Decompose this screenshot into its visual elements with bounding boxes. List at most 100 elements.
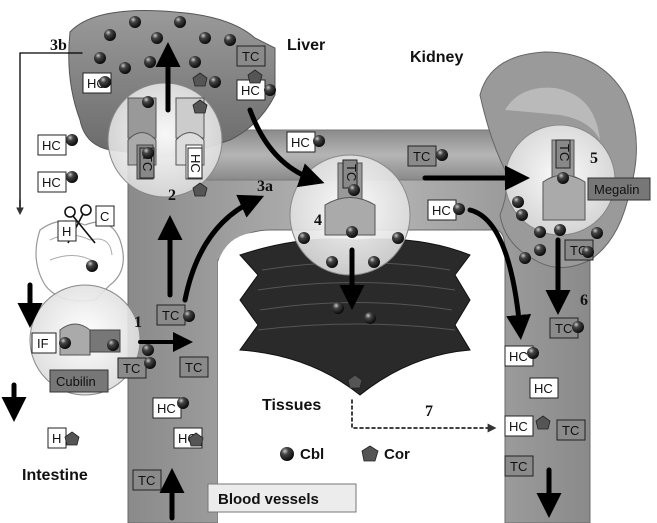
cbl-ball <box>59 337 71 349</box>
hc-box: HC <box>530 378 558 398</box>
step-number-1: 1 <box>134 314 142 331</box>
label-kidney: Kidney <box>410 49 463 66</box>
svg-text:HC: HC <box>509 419 528 434</box>
tc-box: TC <box>180 357 208 377</box>
circle-2-liver-uptake <box>108 83 222 197</box>
step-number-4: 4 <box>314 212 322 229</box>
cubilin-box: Cubilin <box>50 370 108 392</box>
svg-text:TC: TC <box>242 49 259 64</box>
svg-text:Blood vessels: Blood vessels <box>218 491 319 508</box>
hc-box: HC <box>428 200 456 220</box>
svg-text:HC: HC <box>42 138 61 153</box>
svg-text:HC: HC <box>291 135 310 150</box>
svg-text:H: H <box>62 224 71 239</box>
cor-pentagon <box>65 432 79 445</box>
cbl-ball <box>66 171 78 183</box>
svg-text:HC: HC <box>188 154 203 173</box>
cbl-ball <box>66 134 78 146</box>
tc-box: TC <box>133 470 161 490</box>
step-number-7: 7 <box>425 403 433 420</box>
svg-text:TC: TC <box>413 149 430 164</box>
cbl-ball <box>582 246 594 258</box>
cbl-ball <box>554 224 566 236</box>
svg-text:TC: TC <box>185 360 202 375</box>
cbl-ball <box>224 34 236 46</box>
legend-cbl-ball <box>280 447 294 461</box>
cbl-ball <box>129 16 141 28</box>
svg-text:H: H <box>52 431 61 446</box>
legend-cbl-label: Cbl <box>300 446 324 463</box>
c-box: C <box>96 206 114 226</box>
cbl-ball <box>591 227 603 239</box>
cbl-ball <box>119 62 131 74</box>
tc-box-vertical: TC <box>343 160 359 188</box>
tc-box: TC <box>505 456 533 476</box>
cbl-ball <box>107 339 119 351</box>
step-number-6: 6 <box>580 292 588 309</box>
hc-box: HC <box>38 172 66 192</box>
cbl-ball <box>326 256 338 268</box>
hc-box: HC <box>505 416 533 436</box>
tc-box: TC <box>118 358 146 378</box>
svg-text:TC: TC <box>344 164 359 181</box>
cbl-ball <box>557 172 569 184</box>
svg-text:TC: TC <box>555 321 572 336</box>
tc-box: TC <box>157 305 185 325</box>
svg-text:Megalin: Megalin <box>594 182 640 197</box>
cbl-ball <box>368 256 380 268</box>
cbl-ball <box>142 96 154 108</box>
cbl-ball <box>364 312 376 324</box>
tc-box-vertical: TC <box>556 140 572 168</box>
svg-text:TC: TC <box>510 459 527 474</box>
cbl-ball <box>572 321 584 333</box>
cbl-ball <box>512 196 524 208</box>
cbl-ball <box>348 184 360 196</box>
svg-text:HC: HC <box>241 83 260 98</box>
step-number-5: 5 <box>590 150 598 167</box>
cbl-ball <box>534 244 546 256</box>
if-box: IF <box>32 333 56 353</box>
cbl-ball <box>174 16 186 28</box>
cbl-ball <box>313 135 325 147</box>
tc-box: TC <box>557 420 585 440</box>
svg-text:Cubilin: Cubilin <box>56 374 96 389</box>
blood-vessels-label: Blood vessels <box>208 484 356 512</box>
cbl-ball <box>534 226 546 238</box>
h-box: H <box>58 221 76 241</box>
hc-box: HC <box>153 398 181 418</box>
cbl-ball <box>86 260 98 272</box>
cbl-ball <box>99 76 111 88</box>
svg-text:HC: HC <box>509 349 528 364</box>
label-intestine: Intestine <box>22 467 88 484</box>
legend-cor-label: Cor <box>384 446 410 463</box>
cbl-ball <box>199 32 211 44</box>
hc-box: HC <box>38 135 66 155</box>
cbl-ball <box>189 56 201 68</box>
cbl-ball <box>346 226 358 238</box>
cbl-ball <box>298 232 310 244</box>
svg-text:HC: HC <box>157 401 176 416</box>
cbl-ball <box>142 344 154 356</box>
cbl-ball <box>516 209 528 221</box>
tc-box: TC <box>237 46 265 66</box>
hc-box-vertical: HC <box>188 148 203 178</box>
step-number-2: 2 <box>168 187 176 204</box>
cbl-ball <box>392 232 404 244</box>
cbl-ball <box>142 147 154 159</box>
svg-text:HC: HC <box>42 175 61 190</box>
svg-text:TC: TC <box>123 361 140 376</box>
svg-text:C: C <box>100 209 109 224</box>
cbl-ball <box>527 347 539 359</box>
svg-text:HC: HC <box>534 381 553 396</box>
cbl-ball <box>183 310 195 322</box>
cbl-ball <box>144 56 156 68</box>
cbl-ball <box>519 252 531 264</box>
svg-text:TC: TC <box>562 423 579 438</box>
cbl-ball <box>94 52 106 64</box>
svg-text:TC: TC <box>557 144 572 161</box>
svg-text:IF: IF <box>37 336 49 351</box>
cbl-ball <box>453 203 465 215</box>
h-box: H <box>48 428 66 448</box>
step-number-3b: 3b <box>50 37 67 54</box>
